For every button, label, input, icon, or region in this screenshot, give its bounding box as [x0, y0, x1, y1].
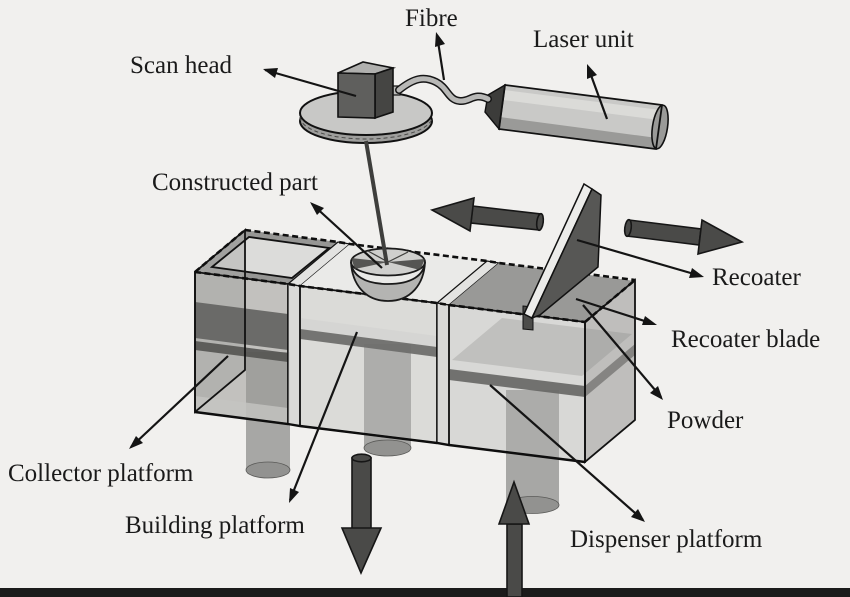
- recoater-travel-right-arrow: [623, 218, 745, 256]
- building-piston: [363, 344, 412, 457]
- building-platform-callout: [288, 331, 359, 503]
- collector-platform-callout: [129, 355, 229, 449]
- dome-scan-wedge-right: [388, 259, 425, 270]
- laser-unit-body: [484, 83, 669, 151]
- label-dispenser-platform: Dispenser platform: [570, 526, 763, 553]
- label-recoater-blade: Recoater blade: [671, 326, 820, 353]
- dome-scan-wedge-left: [351, 258, 388, 269]
- laser-unit-callout: [586, 64, 609, 120]
- constructed-part-callout: [310, 202, 383, 269]
- scan-head-cube-front: [337, 72, 376, 119]
- dispenser-platform-callout: [489, 384, 645, 522]
- scan-head-callout: [263, 68, 357, 98]
- recoater-assembly: [522, 182, 602, 331]
- laser-cylinder-shade: [499, 117, 657, 148]
- label-scan-head: Scan head: [130, 52, 233, 79]
- laser-cylinder-highlight: [503, 90, 660, 120]
- building-front-face: [300, 286, 437, 443]
- collector-platform-slab: [195, 302, 288, 350]
- recoater-travel-left-arrow: [429, 196, 545, 233]
- label-recoater: Recoater: [712, 264, 802, 291]
- dispenser-module: [448, 263, 636, 514]
- collector-slab-lower-strip: [195, 341, 288, 362]
- recoater-callout: [576, 238, 704, 278]
- building-platform-down-arrow: [340, 453, 383, 576]
- building-platform-slab-top: [300, 318, 437, 347]
- bottom-border: [0, 588, 850, 597]
- fibre-callout: [435, 32, 446, 81]
- machine-table: [194, 228, 636, 514]
- figure-labels: Fibre Laser unit Scan head Constructed p…: [8, 5, 820, 553]
- annotation-callouts: [129, 32, 704, 522]
- label-collector-platform: Collector platform: [8, 460, 194, 487]
- label-constructed-part: Constructed part: [152, 169, 318, 196]
- collector-module: [194, 228, 338, 479]
- label-laser-unit: Laser unit: [533, 26, 634, 53]
- recoater-blade-callout: [575, 297, 657, 326]
- laser-beam: [364, 140, 389, 266]
- dispenser-right-face-band: [585, 344, 635, 397]
- recoater-plate: [530, 187, 602, 320]
- scan-head-cube-right: [374, 66, 394, 120]
- collector-bottom-band: [195, 396, 288, 424]
- dispenser-platform-slab-edge: [449, 369, 585, 397]
- label-powder: Powder: [667, 407, 744, 434]
- dispenser-platform-up-arrow: [497, 479, 531, 597]
- fibre-cable: [395, 74, 492, 106]
- label-fibre: Fibre: [405, 5, 458, 32]
- powder-callout: [582, 304, 663, 400]
- building-platform-slab-edge: [300, 329, 437, 357]
- label-building-platform: Building platform: [125, 512, 305, 539]
